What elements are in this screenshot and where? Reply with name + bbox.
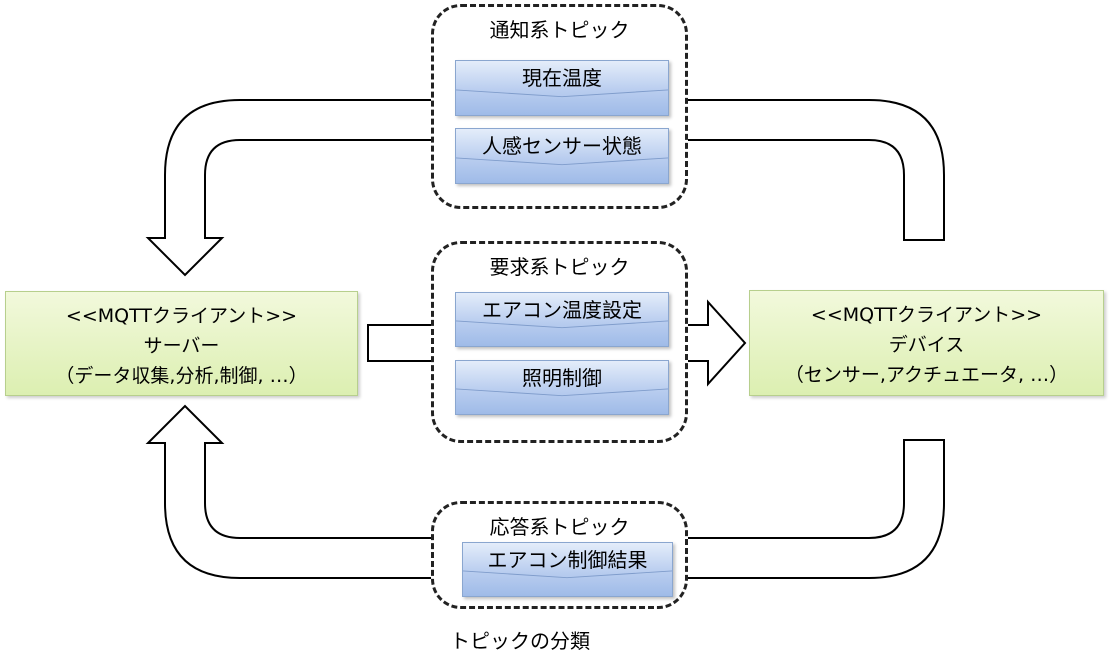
server-client-box: <<MQTTクライアント>> サーバー （データ収集,分析,制御, …）	[5, 291, 358, 396]
device-client-box: <<MQTTクライアント>> デバイス （センサー,アクチュエータ, …）	[749, 290, 1104, 396]
topic-label: エアコン制御結果	[487, 548, 648, 572]
topic-label: 現在温度	[522, 66, 602, 90]
server-stereotype: <<MQTTクライアント>>	[65, 305, 298, 327]
device-detail: （センサー,アクチュエータ, …）	[784, 364, 1069, 386]
device-name: デバイス	[888, 334, 965, 356]
topic-label: 照明制御	[522, 366, 602, 390]
topic-chevron	[456, 89, 668, 98]
notify-group-title: 通知系トピック	[489, 18, 630, 42]
server-detail: （データ収集,分析,制御, …）	[55, 365, 308, 387]
diagram-caption: トピックの分類	[450, 629, 590, 653]
topic-chevron	[456, 320, 668, 329]
topic-label: エアコン温度設定	[482, 298, 642, 322]
notify-topic-group: 通知系トピック 現在温度 人感センサー状態	[431, 4, 688, 209]
response-group-title: 応答系トピック	[489, 515, 630, 539]
topic-chevron	[456, 157, 668, 166]
topic-aircon-temperature-setting: エアコン温度設定	[455, 292, 669, 347]
topic-aircon-control-result: エアコン制御結果	[462, 542, 673, 597]
topic-label: 人感センサー状態	[482, 134, 642, 158]
topic-chevron	[463, 570, 672, 579]
topic-lighting-control: 照明制御	[455, 360, 669, 415]
topic-current-temperature: 現在温度	[455, 60, 669, 116]
topic-motion-sensor-state: 人感センサー状態	[455, 128, 669, 184]
device-stereotype: <<MQTTクライアント>>	[810, 304, 1043, 326]
request-group-title: 要求系トピック	[489, 255, 630, 279]
server-name: サーバー	[143, 335, 220, 357]
request-topic-group: 要求系トピック エアコン温度設定 照明制御	[431, 241, 688, 443]
response-topic-group: 応答系トピック エアコン制御結果	[431, 501, 688, 609]
topic-chevron	[456, 388, 668, 397]
